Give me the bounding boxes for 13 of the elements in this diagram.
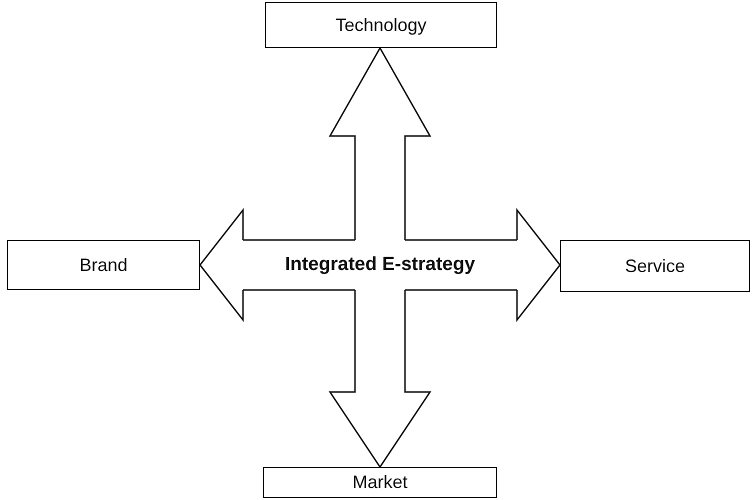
concept-box [265,2,497,48]
block-arrow [516,208,561,322]
block-arrow [328,289,432,468]
concept-box [263,467,497,498]
concept-box [560,240,750,292]
block-arrow [199,208,244,322]
center-label: Integrated E-strategy [284,254,476,276]
concept-box [7,240,200,290]
box-label: Market [352,472,408,493]
block-arrow [328,46,432,241]
box-label: Brand [79,254,128,276]
box-label: Service [624,256,686,276]
box-label: Technology [335,14,427,36]
